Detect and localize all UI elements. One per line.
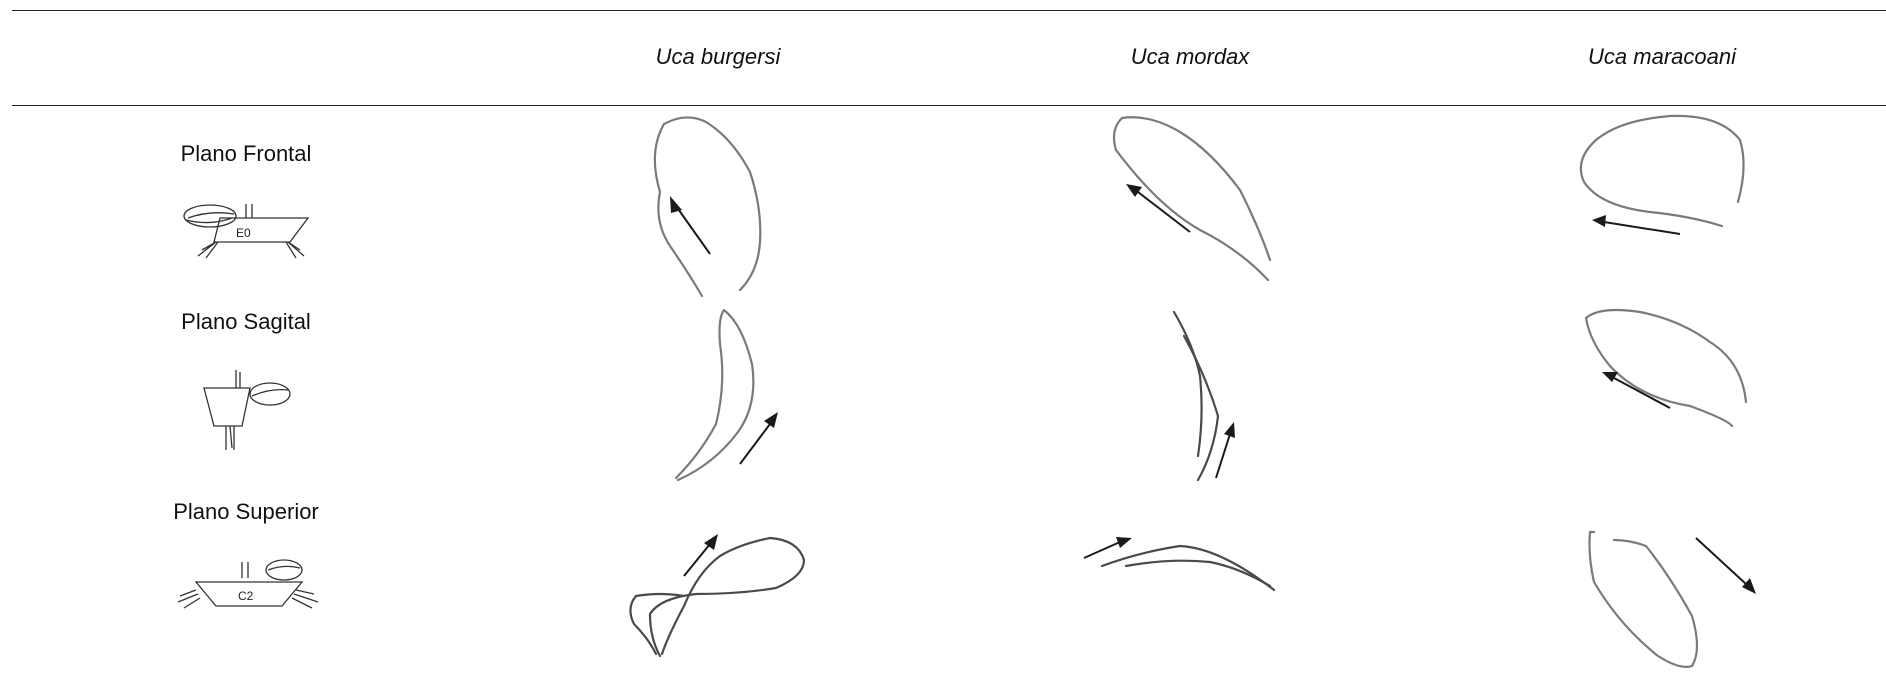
row-label-plano-superior: Plano Superior <box>173 499 319 525</box>
crab-superior-view-icon: C2 <box>176 554 326 619</box>
table-top-rule <box>12 10 1886 11</box>
crab-sagittal-view-icon <box>196 366 306 461</box>
trace-frontal-uca-burgersi <box>640 112 800 307</box>
trace-frontal-uca-mordax <box>1100 110 1280 295</box>
trace-superior-uca-mordax <box>1080 532 1280 607</box>
column-header-uca-burgersi: Uca burgersi <box>656 44 781 70</box>
trace-sagittal-uca-maracoani <box>1570 302 1760 437</box>
row-label-plano-sagital: Plano Sagital <box>181 309 311 335</box>
column-header-uca-maracoani: Uca maracoani <box>1588 44 1736 70</box>
trace-sagittal-uca-burgersi <box>660 304 790 489</box>
crab-frontal-label: E0 <box>236 226 251 240</box>
crab-superior-label: C2 <box>238 589 254 603</box>
trace-frontal-uca-maracoani <box>1570 110 1760 245</box>
column-header-uca-mordax: Uca mordax <box>1131 44 1250 70</box>
crab-frontal-view-icon: E0 <box>180 196 320 271</box>
trace-sagittal-uca-mordax <box>1160 306 1250 491</box>
trace-superior-uca-maracoani <box>1580 526 1780 679</box>
trace-superior-uca-burgersi <box>620 520 820 675</box>
table-header-rule <box>12 105 1886 106</box>
row-label-plano-frontal: Plano Frontal <box>181 141 312 167</box>
